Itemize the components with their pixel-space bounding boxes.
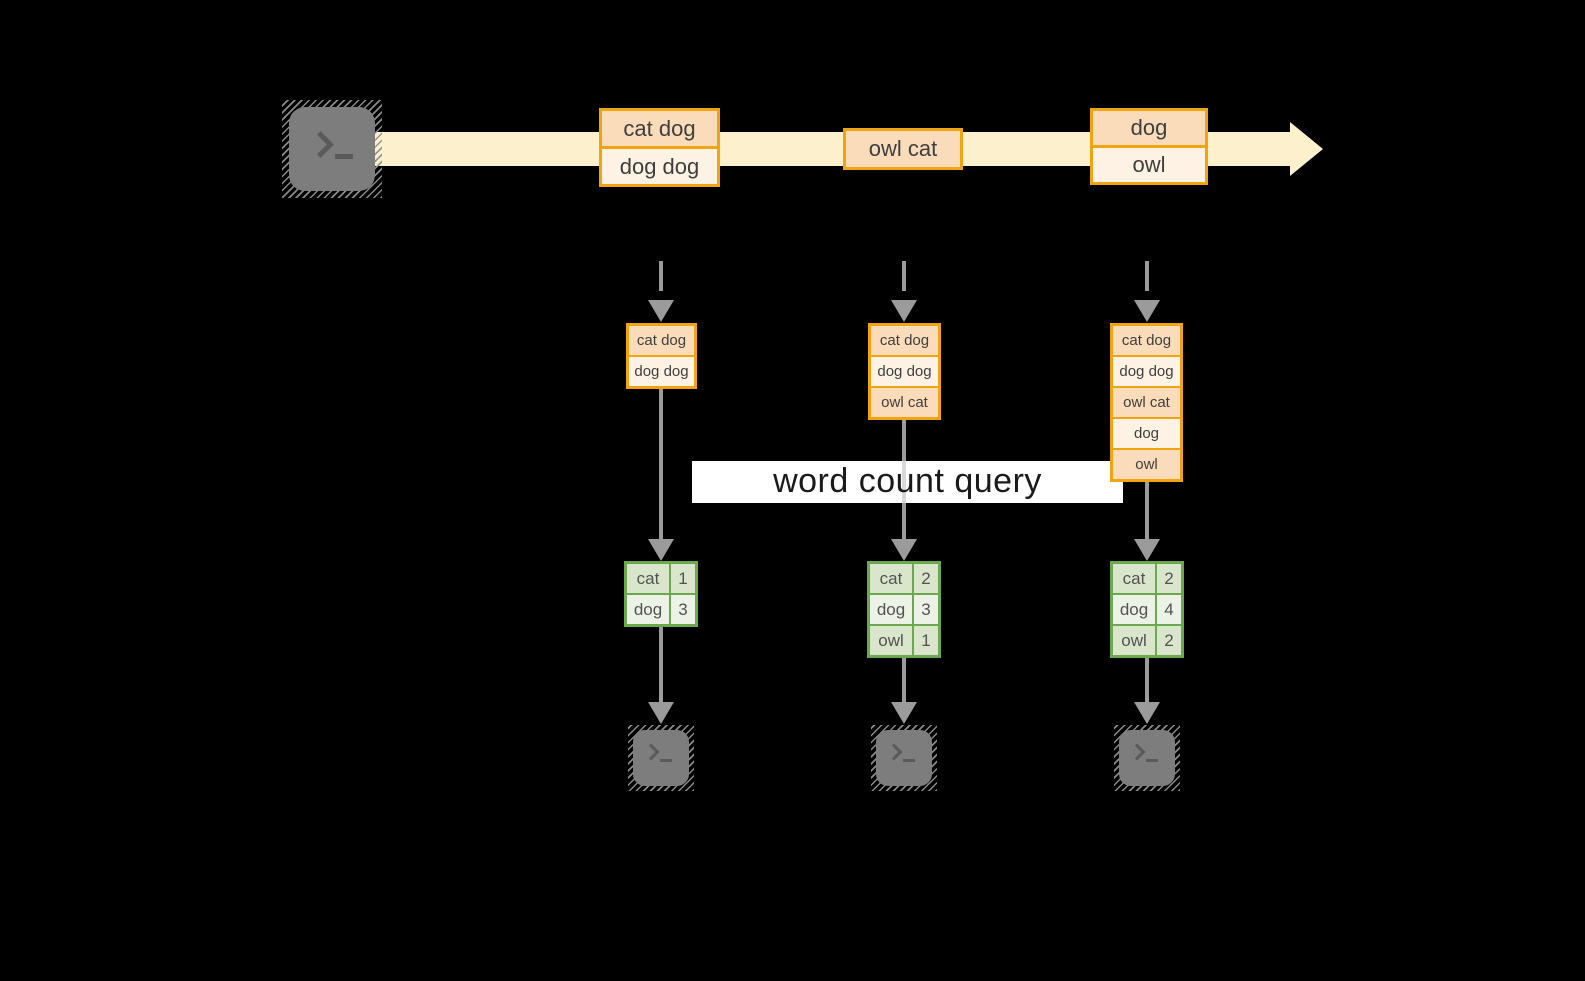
arrow [902,658,906,702]
terminal-sink-icon [1114,725,1180,791]
arrow-through-band [902,461,906,503]
count-cell: 3 [914,595,938,624]
stream-event-cell: dog [1093,111,1205,145]
stream-event-box-3: dog owl [1090,108,1208,185]
state-cell: owl cat [871,388,938,417]
state-cell: dog dog [629,357,694,386]
stream-event-cell: cat dog [602,111,717,146]
dashed-arrow [1145,261,1149,291]
count-cell: 3 [671,595,695,624]
count-cell: 2 [1157,564,1181,593]
dashed-arrow [659,261,663,291]
state-cell: owl [1113,450,1180,479]
terminal-sink-icon [871,725,937,791]
count-row: cat 2 [870,564,938,593]
arrowhead-icon [891,539,917,561]
state-cell: dog dog [871,357,938,386]
state-box-2: cat dog dog dog owl cat [868,323,941,420]
stream-arrowhead-icon [1290,122,1323,176]
count-cell: 2 [914,564,938,593]
terminal-sink-icon [628,725,694,791]
state-cell: cat dog [1113,326,1180,355]
stream-event-cell: dog dog [602,149,717,184]
arrow [659,389,663,539]
stream-event-box-1: cat dog dog dog [599,108,720,187]
arrowhead-icon [1134,539,1160,561]
arrow [659,627,663,702]
state-cell: dog [1113,419,1180,448]
stream-event-box-2: owl cat [843,128,963,170]
arrow [1145,482,1149,539]
word-cell: cat [627,564,669,593]
state-cell: cat dog [629,326,694,355]
count-row: owl 1 [870,626,938,655]
arrowhead-icon [648,300,674,322]
count-row: dog 3 [870,595,938,624]
count-row: cat 1 [627,564,695,593]
word-cell: owl [1113,626,1155,655]
count-table-3: cat 2 dog 4 owl 2 [1110,561,1184,658]
word-cell: dog [627,595,669,624]
state-box-3: cat dog dog dog owl cat dog owl [1110,323,1183,482]
arrowhead-icon [648,539,674,561]
state-cell: dog dog [1113,357,1180,386]
state-cell: cat dog [871,326,938,355]
count-cell: 1 [671,564,695,593]
state-cell: owl cat [1113,388,1180,417]
count-row: owl 2 [1113,626,1181,655]
stream-event-cell: owl [1093,148,1205,182]
arrowhead-icon [648,702,674,724]
query-label: word count query [773,461,1042,500]
word-cell: cat [1113,564,1155,593]
arrowhead-icon [1134,300,1160,322]
word-cell: owl [870,626,912,655]
arrowhead-icon [1134,702,1160,724]
count-row: dog 4 [1113,595,1181,624]
arrowhead-icon [891,300,917,322]
dashed-arrow [902,261,906,291]
count-table-2: cat 2 dog 3 owl 1 [867,561,941,658]
word-cell: dog [870,595,912,624]
count-row: dog 3 [627,595,695,624]
count-cell: 1 [914,626,938,655]
query-label-band [692,461,1123,503]
state-box-1: cat dog dog dog [626,323,697,389]
count-row: cat 2 [1113,564,1181,593]
count-cell: 2 [1157,626,1181,655]
stream-event-cell: owl cat [846,131,960,167]
word-cell: cat [870,564,912,593]
arrowhead-icon [891,702,917,724]
terminal-source-icon [282,100,382,198]
count-table-1: cat 1 dog 3 [624,561,698,627]
count-cell: 4 [1157,595,1181,624]
word-cell: dog [1113,595,1155,624]
arrow [1145,658,1149,702]
